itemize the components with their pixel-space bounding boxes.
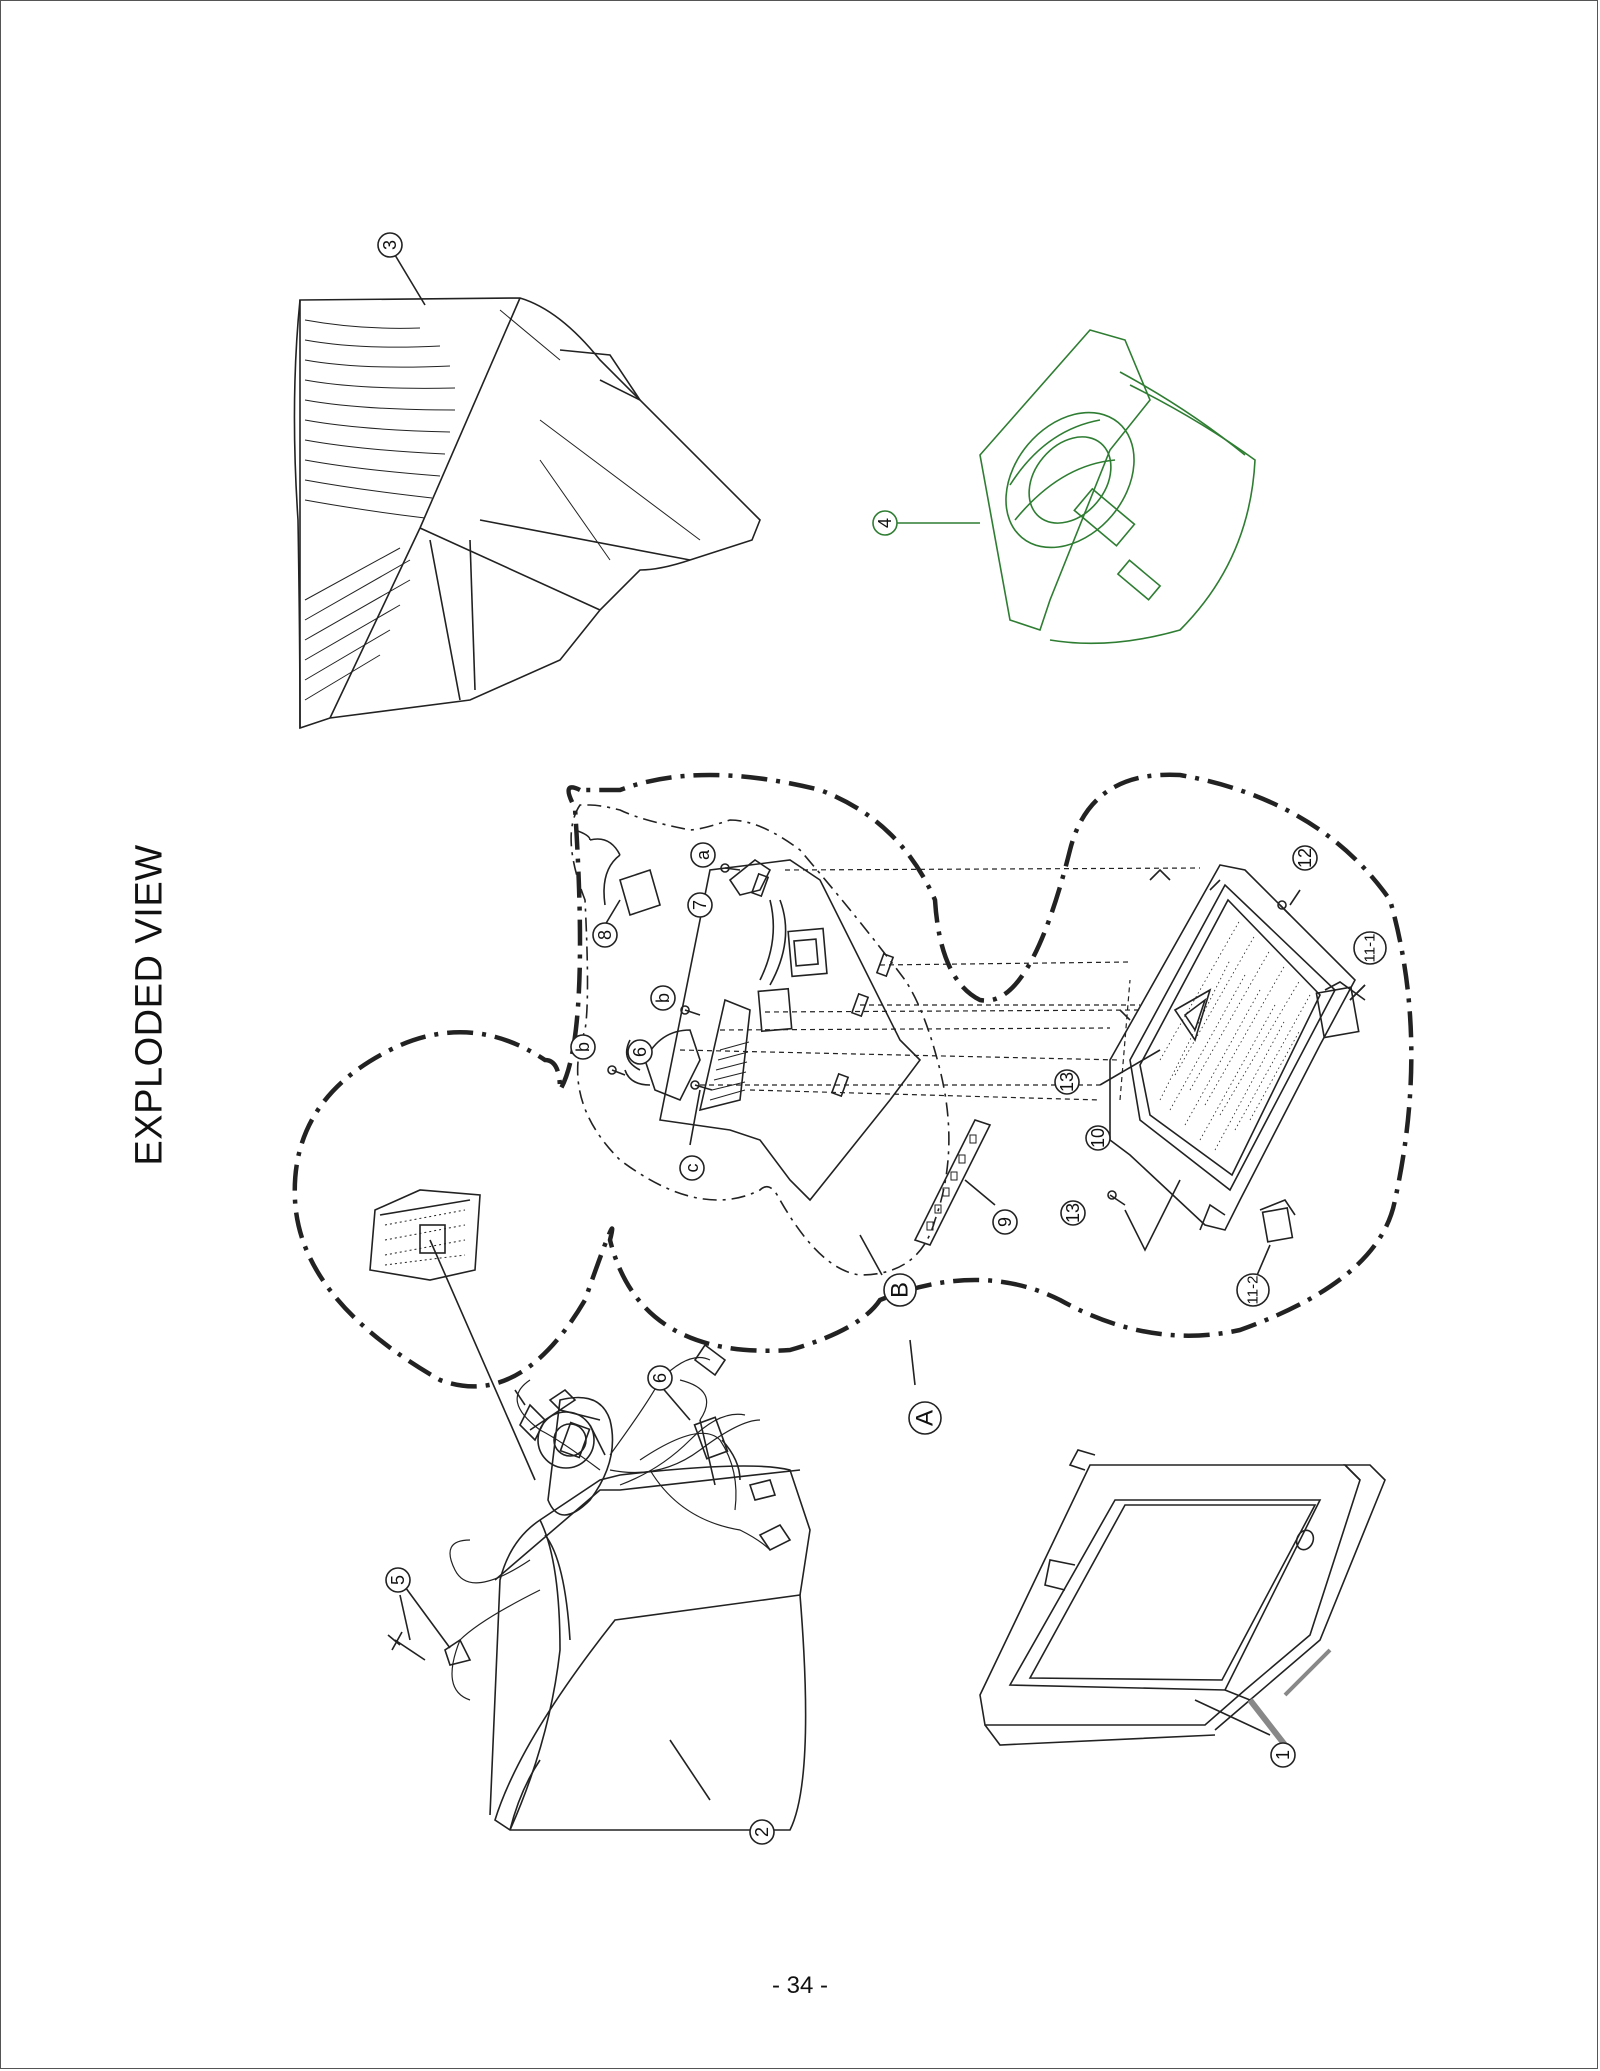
- callout-12: 12: [1295, 848, 1315, 868]
- callout-A: A: [912, 1410, 939, 1426]
- callout-b-right: b: [653, 993, 673, 1003]
- connector-6-left: [659, 1384, 741, 1481]
- deflection-yoke: [895, 329, 1256, 645]
- screw-b2: [680, 1005, 701, 1016]
- crt-tube: [399, 1343, 811, 1831]
- rear-cover-vent-ribs: [304, 309, 701, 701]
- control-board-9: [913, 1119, 996, 1246]
- callout-6-connector: 6: [650, 1373, 670, 1383]
- callout-11-1: 11-1: [1362, 934, 1379, 963]
- callout-B: B: [887, 1282, 914, 1298]
- crt-board: [369, 1189, 536, 1481]
- chassis-frame: [1109, 864, 1366, 1231]
- callout-10: 10: [1088, 1128, 1108, 1148]
- part-11-1: [1315, 981, 1366, 1039]
- callout-4: 4: [875, 518, 895, 528]
- crt-wires: [449, 1356, 771, 1701]
- callout-3: 3: [380, 240, 400, 250]
- assembly-B-boundary: [570, 804, 950, 1276]
- callout-13-upper: 13: [1057, 1072, 1077, 1092]
- callout-c: c: [682, 1164, 702, 1173]
- front-bezel: [979, 1449, 1386, 1747]
- screw-c: [689, 1080, 713, 1146]
- callout-1: 1: [1273, 1750, 1293, 1760]
- page-number: - 34 -: [771, 1972, 828, 1999]
- callout-13-lower: 13: [1063, 1203, 1083, 1223]
- assembly-A-boundary: [292, 772, 1414, 1389]
- callout-b-left: b: [573, 1042, 593, 1052]
- callout-5: 5: [388, 1575, 408, 1585]
- part-11-2: [1254, 1199, 1296, 1281]
- alignment-lines: [679, 867, 1201, 1101]
- screw-13a: [1099, 1049, 1161, 1086]
- main-pcb: [574, 829, 922, 1202]
- screw-5: [387, 1594, 426, 1661]
- screw-13b: [1107, 1179, 1181, 1252]
- screw-b1: [607, 1065, 626, 1076]
- rear-cover: [293, 254, 761, 730]
- callout-11-2: 11-2: [1245, 1276, 1262, 1305]
- callout-2: 2: [752, 1827, 772, 1837]
- callout-8: 8: [595, 930, 615, 940]
- callout-7: 7: [690, 900, 710, 910]
- screw-12: [1277, 889, 1301, 916]
- callout-a: a: [693, 849, 713, 860]
- callout-6-board: 6: [630, 1047, 650, 1057]
- screw-a: [720, 863, 741, 873]
- callout-9: 9: [995, 1217, 1015, 1227]
